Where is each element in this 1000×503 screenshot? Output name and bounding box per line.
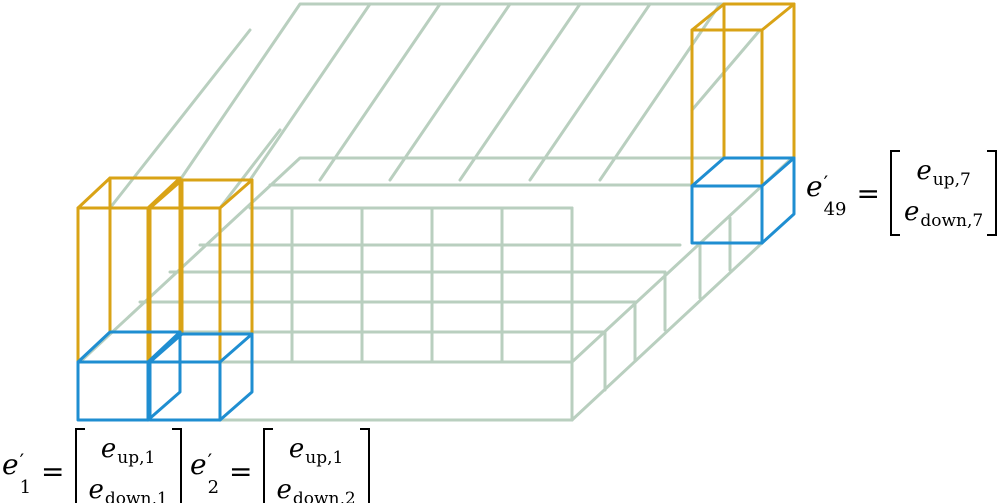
left-bracket — [889, 150, 900, 236]
top-plane-ridge — [318, 2, 442, 182]
subscript: 1 — [19, 476, 32, 498]
slab-right-top — [570, 156, 794, 364]
equals-sign: = — [856, 176, 880, 210]
equation-e2-lhs: e ′ 2 — [190, 447, 220, 498]
symbol-e: e — [2, 447, 19, 481]
down-cube-1-front — [76, 360, 150, 422]
prime-mark: ′ — [19, 448, 25, 473]
equation-e1-lhs: e ′ 1 — [2, 447, 32, 498]
top-plane-ridge — [388, 2, 512, 182]
subscript: 2 — [207, 476, 220, 498]
down-cube-2-top — [148, 332, 254, 364]
up-column-1-front — [76, 206, 150, 364]
equals-sign: = — [229, 454, 253, 488]
top-plane-ridge — [458, 2, 582, 182]
slab-top-outline — [78, 156, 794, 364]
down-cube-2-side — [218, 332, 254, 422]
down-cube-1-side — [146, 330, 182, 422]
up-column-2-front — [148, 206, 222, 364]
up-columns — [76, 2, 796, 364]
symbol-e: e — [806, 169, 823, 203]
down-cube-49-top — [690, 156, 796, 188]
down-cube-1-top — [76, 330, 182, 364]
up-column-49-top — [690, 2, 796, 32]
prime-mark: ′ — [823, 170, 829, 195]
left-bracket — [74, 428, 85, 503]
subscript: 49 — [823, 198, 847, 220]
equation-e49-lhs: e ′ 49 — [806, 169, 847, 220]
top-plane-ridge — [528, 2, 652, 182]
top-plane-ridge — [690, 28, 762, 112]
equals-sign: = — [41, 454, 65, 488]
down-cube-49-side — [760, 156, 796, 245]
symbol-e: e — [190, 447, 207, 481]
top-plane-ridge — [248, 2, 372, 182]
top-plane-outline — [178, 2, 794, 182]
top-plane-ridge — [598, 2, 722, 182]
left-bracket — [262, 428, 273, 503]
top-plane-ridge — [218, 128, 282, 210]
right-bracket — [359, 428, 370, 503]
up-column-49-front — [690, 28, 764, 188]
down-cubes — [76, 156, 796, 422]
right-bracket — [987, 150, 998, 236]
down-cube-2-front — [148, 360, 222, 422]
patch-grid — [78, 2, 794, 422]
right-bracket — [171, 428, 182, 503]
prime-mark: ′ — [207, 448, 213, 473]
